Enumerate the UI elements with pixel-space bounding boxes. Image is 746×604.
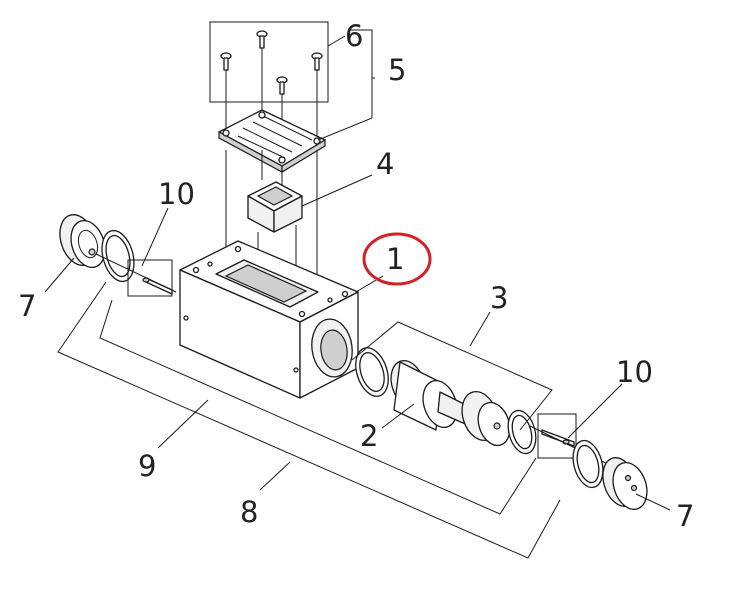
callout-7-right: 7 — [676, 499, 694, 533]
valve-body — [179, 240, 359, 399]
callout-10-right: 10 — [616, 355, 653, 389]
pin-right-frame — [537, 413, 577, 459]
gasket — [247, 181, 303, 233]
screw-group-frame — [209, 21, 329, 103]
screw — [311, 52, 323, 71]
callout-7-left: 7 — [18, 289, 36, 323]
leader-9 — [157, 399, 209, 449]
end-cap-right — [602, 457, 648, 511]
leader-5 — [317, 117, 373, 141]
callout-6: 6 — [345, 19, 363, 53]
callout-10-left: 10 — [158, 177, 195, 211]
leader-3 — [469, 311, 491, 347]
callout-3: 3 — [490, 281, 508, 315]
screw — [276, 76, 288, 95]
callout-1: 1 — [386, 242, 404, 276]
callout-4: 4 — [376, 147, 394, 181]
cover-plate — [218, 109, 326, 174]
callout-2: 2 — [360, 419, 378, 453]
callout-9: 9 — [138, 449, 156, 483]
leader-10-right — [567, 383, 623, 439]
leader-8 — [259, 461, 291, 491]
o-ring-body-side — [355, 347, 389, 397]
screw — [220, 52, 232, 71]
leader-2 — [381, 403, 415, 429]
leader-7-left — [44, 257, 75, 293]
spool — [390, 359, 511, 447]
callout-5: 5 — [388, 53, 406, 87]
highlight-circle — [362, 232, 432, 286]
end-cap-left — [59, 214, 106, 269]
o-ring-left — [101, 229, 135, 283]
o-ring-spool-side — [507, 409, 537, 455]
pin-left — [95, 253, 177, 297]
leader-5-bracket — [348, 29, 375, 79]
callout-8: 8 — [240, 495, 258, 529]
leader-6 — [327, 35, 346, 47]
pin-left-frame — [127, 259, 173, 297]
o-ring-right — [572, 439, 604, 489]
screw — [256, 30, 268, 49]
leader-10-left — [141, 207, 169, 267]
leader-4 — [301, 174, 373, 207]
leader-7-right — [635, 493, 671, 511]
